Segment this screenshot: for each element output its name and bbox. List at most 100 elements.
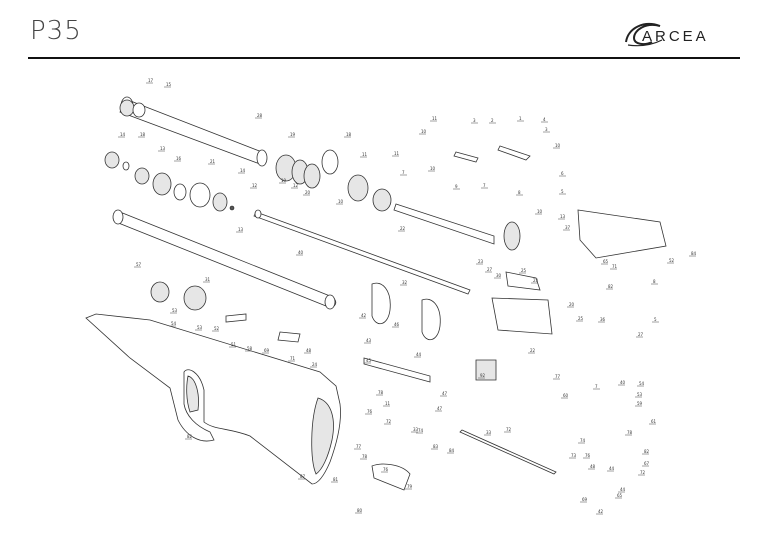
spring-guide: [275, 149, 392, 212]
part-number-label: 54: [639, 381, 645, 386]
scope-rail: [393, 203, 495, 245]
part-number-label: 8: [518, 190, 521, 195]
part-number-label: 73: [571, 453, 577, 458]
part-number-label: 80: [357, 508, 363, 513]
part-number-label: 12: [252, 183, 258, 188]
part-number-label: 24: [312, 362, 318, 367]
part-number-label: 78: [378, 390, 384, 395]
receiver: [491, 271, 553, 335]
part-number-label: 65: [603, 259, 609, 264]
part-number-label: 46: [394, 322, 400, 327]
part-number-label: 5: [654, 317, 657, 322]
part-number-label: 32: [402, 280, 408, 285]
part-number-label: 28: [257, 113, 263, 118]
part-number-label: 10: [421, 129, 427, 134]
part-number-label: 21: [210, 159, 216, 164]
part-number-label: 6: [561, 171, 564, 176]
part-number-label: 22: [530, 348, 536, 353]
muzzle-parts: [104, 99, 235, 212]
part-number-label: 83: [433, 444, 439, 449]
part-number-label: 10: [537, 209, 543, 214]
part-number-label: 52: [669, 258, 675, 263]
part-number-label: 71: [290, 356, 296, 361]
part-number-label: 82: [187, 434, 193, 439]
part-number-label: 82: [608, 284, 614, 289]
leader-lines: [118, 82, 696, 515]
part-number-label: 22: [400, 226, 406, 231]
part-number-label: 3: [473, 118, 476, 123]
part-number-label: 72: [640, 470, 646, 475]
part-number-label: 44: [416, 352, 422, 357]
part-number-label: 51: [231, 342, 237, 347]
part-number-label: 9: [455, 184, 458, 189]
part-number-label: 87: [300, 474, 306, 479]
brand-logo: ARCEA: [622, 14, 752, 50]
part-number-label: 58: [247, 346, 253, 351]
part-number-label: 18: [140, 132, 146, 137]
part-number-label: 44: [620, 487, 626, 492]
part-number-label: 43: [366, 338, 372, 343]
part-number-label: 54: [171, 321, 177, 326]
part-number-label: 74: [580, 438, 586, 443]
part-number-label: 18: [346, 132, 352, 137]
part-number-label: 76: [383, 467, 389, 472]
part-number-label: 59: [637, 401, 643, 406]
part-number-label: 27: [487, 267, 493, 272]
part-number-label: 76: [585, 453, 591, 458]
part-number-label: 8: [653, 279, 656, 284]
part-number-label: 47: [442, 391, 448, 396]
part-number-label: 23: [478, 259, 484, 264]
part-number-label: 11: [385, 401, 391, 406]
part-number-label: 14: [240, 168, 246, 173]
part-number-label: 81: [333, 477, 339, 482]
part-number-label: 67: [644, 461, 650, 466]
part-number-label: 69: [264, 348, 270, 353]
part-number-label: 19: [290, 132, 296, 137]
part-number-label: 33: [413, 427, 419, 432]
compression-tube: [112, 209, 337, 310]
part-number-label: 31: [205, 277, 211, 282]
part-number-label: 27: [638, 332, 644, 337]
part-number-label: 77: [356, 444, 362, 449]
trigger-parts: [453, 145, 667, 259]
part-number-label: 60: [563, 393, 569, 398]
part-number-label: 42: [361, 313, 367, 318]
part-number-label: 57: [136, 262, 142, 267]
part-number-label: 10: [338, 199, 344, 204]
barrel: [253, 209, 471, 295]
brand-name: ARCEA: [642, 28, 709, 45]
part-number-label: 16: [176, 156, 182, 161]
part-number-label: 3: [545, 127, 548, 132]
part-number-label: 53: [172, 308, 178, 313]
part-number-label: 77: [555, 374, 561, 379]
part-number-label: 53: [197, 325, 203, 330]
part-number-label: 48: [306, 348, 312, 353]
stock: [85, 313, 341, 485]
part-number-label: 71: [612, 264, 618, 269]
part-number-label: 45: [366, 358, 372, 363]
piston: [150, 281, 301, 343]
part-number-label: 1: [519, 116, 522, 121]
rod: [459, 429, 557, 475]
part-number-label: 44: [609, 466, 615, 471]
part-number-label: 42: [598, 509, 604, 514]
part-number-label: 65: [617, 493, 623, 498]
part-number-label: 53: [637, 392, 643, 397]
part-number-label: 25: [521, 268, 527, 273]
part-number-label: 40: [620, 380, 626, 385]
part-number-label: 13: [560, 214, 566, 219]
part-number-label: 78: [627, 430, 633, 435]
part-number-label: 40: [298, 250, 304, 255]
part-number-label: 7: [595, 384, 598, 389]
model-title: P35: [30, 16, 82, 46]
part-number-label: 37: [565, 225, 571, 230]
mounts: [363, 282, 497, 383]
part-number-label: 92: [480, 373, 486, 378]
part-number-label: 13: [160, 146, 166, 151]
part-number-label: 72: [386, 419, 392, 424]
part-number-label: 13: [238, 227, 244, 232]
part-number-label: 84: [691, 251, 697, 256]
part-number-label: 23: [533, 278, 539, 283]
